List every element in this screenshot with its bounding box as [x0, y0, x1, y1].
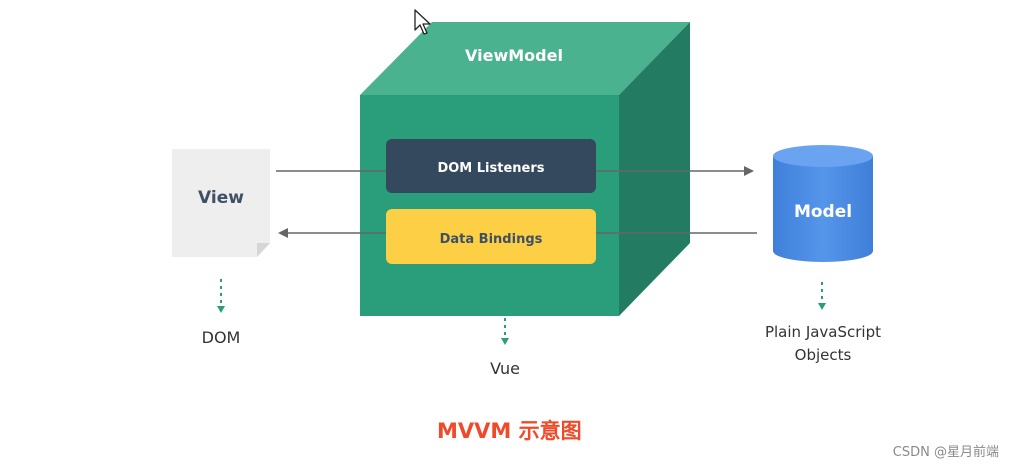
view-dom-connector — [217, 279, 225, 313]
diagram-title: MVVM 示意图 — [437, 419, 582, 443]
viewmodel-title: ViewModel — [465, 46, 563, 65]
watermark: CSDN @星月前端 — [892, 445, 999, 460]
model-cylinder: Model — [773, 145, 873, 262]
view-document: View — [172, 149, 270, 257]
plain-js-caption-line1: Plain JavaScript — [765, 323, 881, 341]
data-bindings-label: Data Bindings — [440, 232, 543, 247]
viewmodel-cube: ViewModel — [360, 22, 690, 316]
vue-caption: Vue — [490, 359, 520, 378]
cylinder-top — [773, 145, 873, 167]
cube-front-face — [360, 95, 619, 316]
dom-listeners-box: DOM Listeners — [386, 139, 596, 193]
cube-top-face — [360, 22, 690, 95]
plain-js-caption-line2: Objects — [795, 346, 852, 364]
model-objects-connector — [818, 282, 826, 310]
cube-side-face — [619, 22, 690, 316]
view-label: View — [198, 188, 244, 208]
model-label: Model — [794, 202, 852, 222]
viewmodel-vue-connector — [501, 318, 509, 345]
mouse-cursor-icon — [414, 9, 431, 35]
data-bindings-box: Data Bindings — [386, 209, 596, 264]
dom-listeners-label: DOM Listeners — [437, 161, 544, 176]
dom-caption: DOM — [202, 328, 241, 347]
